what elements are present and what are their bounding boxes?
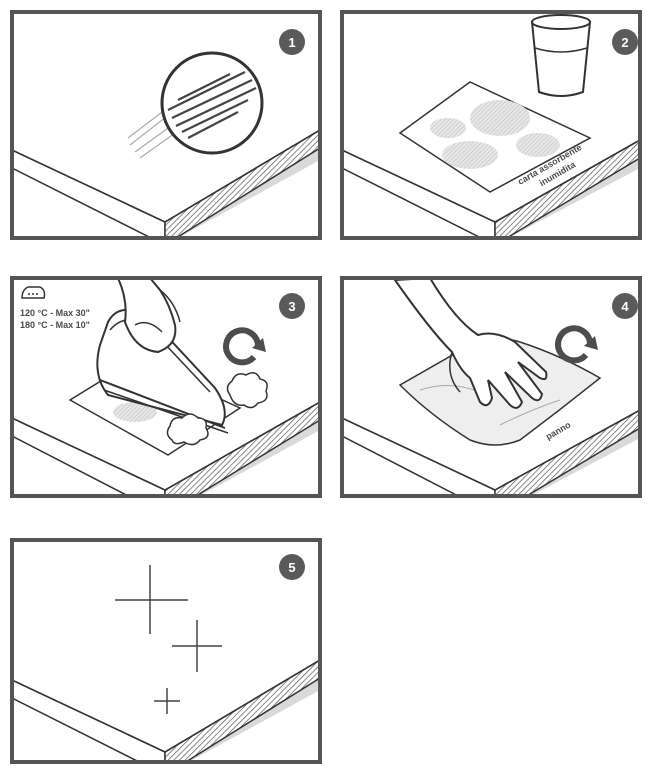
glass-of-water-icon [532, 15, 590, 96]
panel-step-5: 5 [12, 540, 320, 775]
step-number: 1 [288, 35, 295, 50]
scratch-magnifier-icon [162, 53, 262, 153]
iron-setting-line1: 120 °C - Max 30" [20, 308, 90, 318]
step-number: 3 [288, 299, 295, 314]
panel-step-3: 120 °C - Max 30" 180 °C - Max 10" [12, 278, 320, 515]
step-number: 2 [621, 35, 628, 50]
iron-setting-line2: 180 °C - Max 10" [20, 320, 90, 330]
panel-step-4: panno 4 [342, 278, 640, 515]
iron-icon [22, 287, 45, 298]
step-number: 4 [621, 299, 629, 314]
panel-step-1: 1 [12, 12, 320, 245]
panel-step-2: carta assorbente inumidita 2 [342, 12, 640, 245]
step-number: 5 [288, 560, 295, 575]
